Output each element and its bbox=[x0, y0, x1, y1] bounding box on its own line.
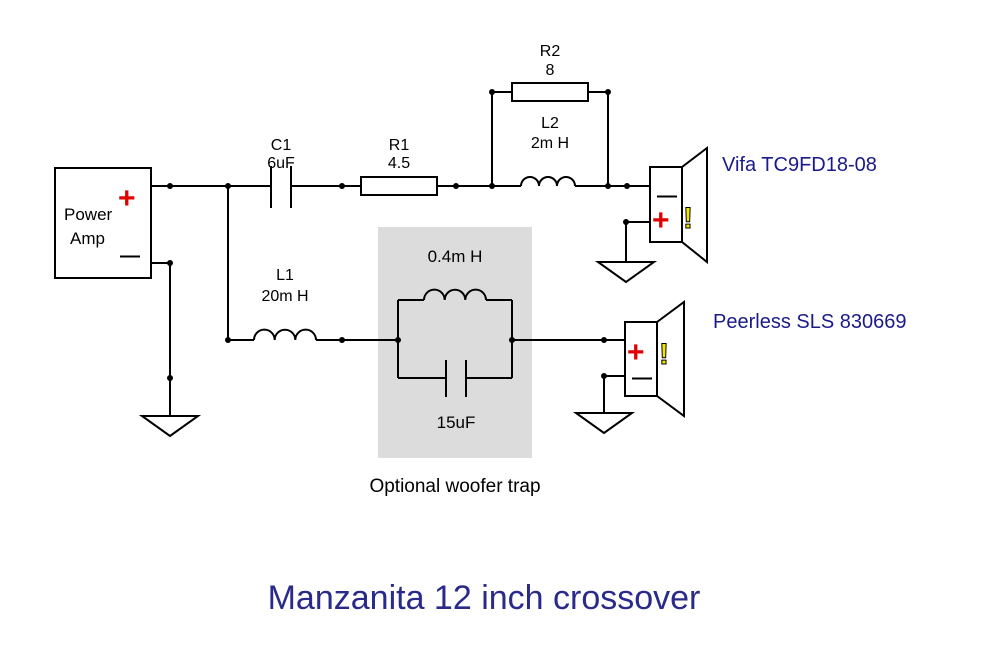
amp-plus-terminal: + bbox=[118, 182, 136, 215]
tweeter-speaker: — + ! bbox=[649, 145, 708, 265]
tweeter-warning-icon: ! bbox=[683, 202, 693, 235]
ground-symbol-woofer bbox=[572, 412, 636, 435]
diagram-caption: Manzanita 12 inch crossover bbox=[268, 579, 701, 617]
power-amp-box bbox=[54, 167, 152, 279]
r2-value: 8 bbox=[546, 62, 555, 79]
l1-name: L1 bbox=[276, 267, 294, 284]
resistor-r1 bbox=[360, 176, 438, 196]
tweeter-label: Vifa TC9FD18-08 bbox=[722, 154, 877, 176]
l2-name: L2 bbox=[541, 115, 559, 132]
r1-name: R1 bbox=[389, 137, 410, 154]
woofer-plus: + bbox=[627, 336, 645, 369]
r2-name: R2 bbox=[540, 43, 561, 60]
inductor-l2 bbox=[520, 176, 576, 187]
trap-note: Optional woofer trap bbox=[369, 476, 540, 497]
junction-dots bbox=[167, 89, 630, 381]
c1-value: 6uF bbox=[267, 155, 295, 172]
tweeter-minus: — bbox=[657, 185, 677, 207]
tweeter-plus: + bbox=[652, 204, 670, 237]
inductor-trap bbox=[423, 288, 487, 301]
woofer-minus: — bbox=[632, 367, 652, 389]
ground-symbol-tweeter bbox=[594, 261, 658, 284]
amp-minus-terminal: — bbox=[120, 245, 140, 267]
amp-label-line1: Power bbox=[64, 205, 113, 224]
c1-name: C1 bbox=[271, 137, 292, 154]
r1-value: 4.5 bbox=[388, 155, 410, 172]
trap-inductor-value: 0.4m H bbox=[428, 247, 483, 266]
capacitor-trap bbox=[445, 360, 467, 397]
woofer-speaker: + — ! bbox=[624, 300, 685, 418]
resistor-r2 bbox=[511, 82, 589, 102]
ground-symbol-amp bbox=[138, 415, 202, 438]
l1-value: 20m H bbox=[261, 288, 308, 305]
l2-value: 2m H bbox=[531, 135, 569, 152]
woofer-trap-region bbox=[378, 227, 532, 458]
woofer-label: Peerless SLS 830669 bbox=[713, 311, 906, 333]
woofer-warning-icon: ! bbox=[659, 338, 669, 371]
amp-label-line2: Amp bbox=[70, 229, 105, 248]
trap-capacitor-value: 15uF bbox=[437, 413, 476, 432]
inductor-l1 bbox=[253, 328, 317, 341]
capacitor-c1 bbox=[270, 166, 292, 208]
